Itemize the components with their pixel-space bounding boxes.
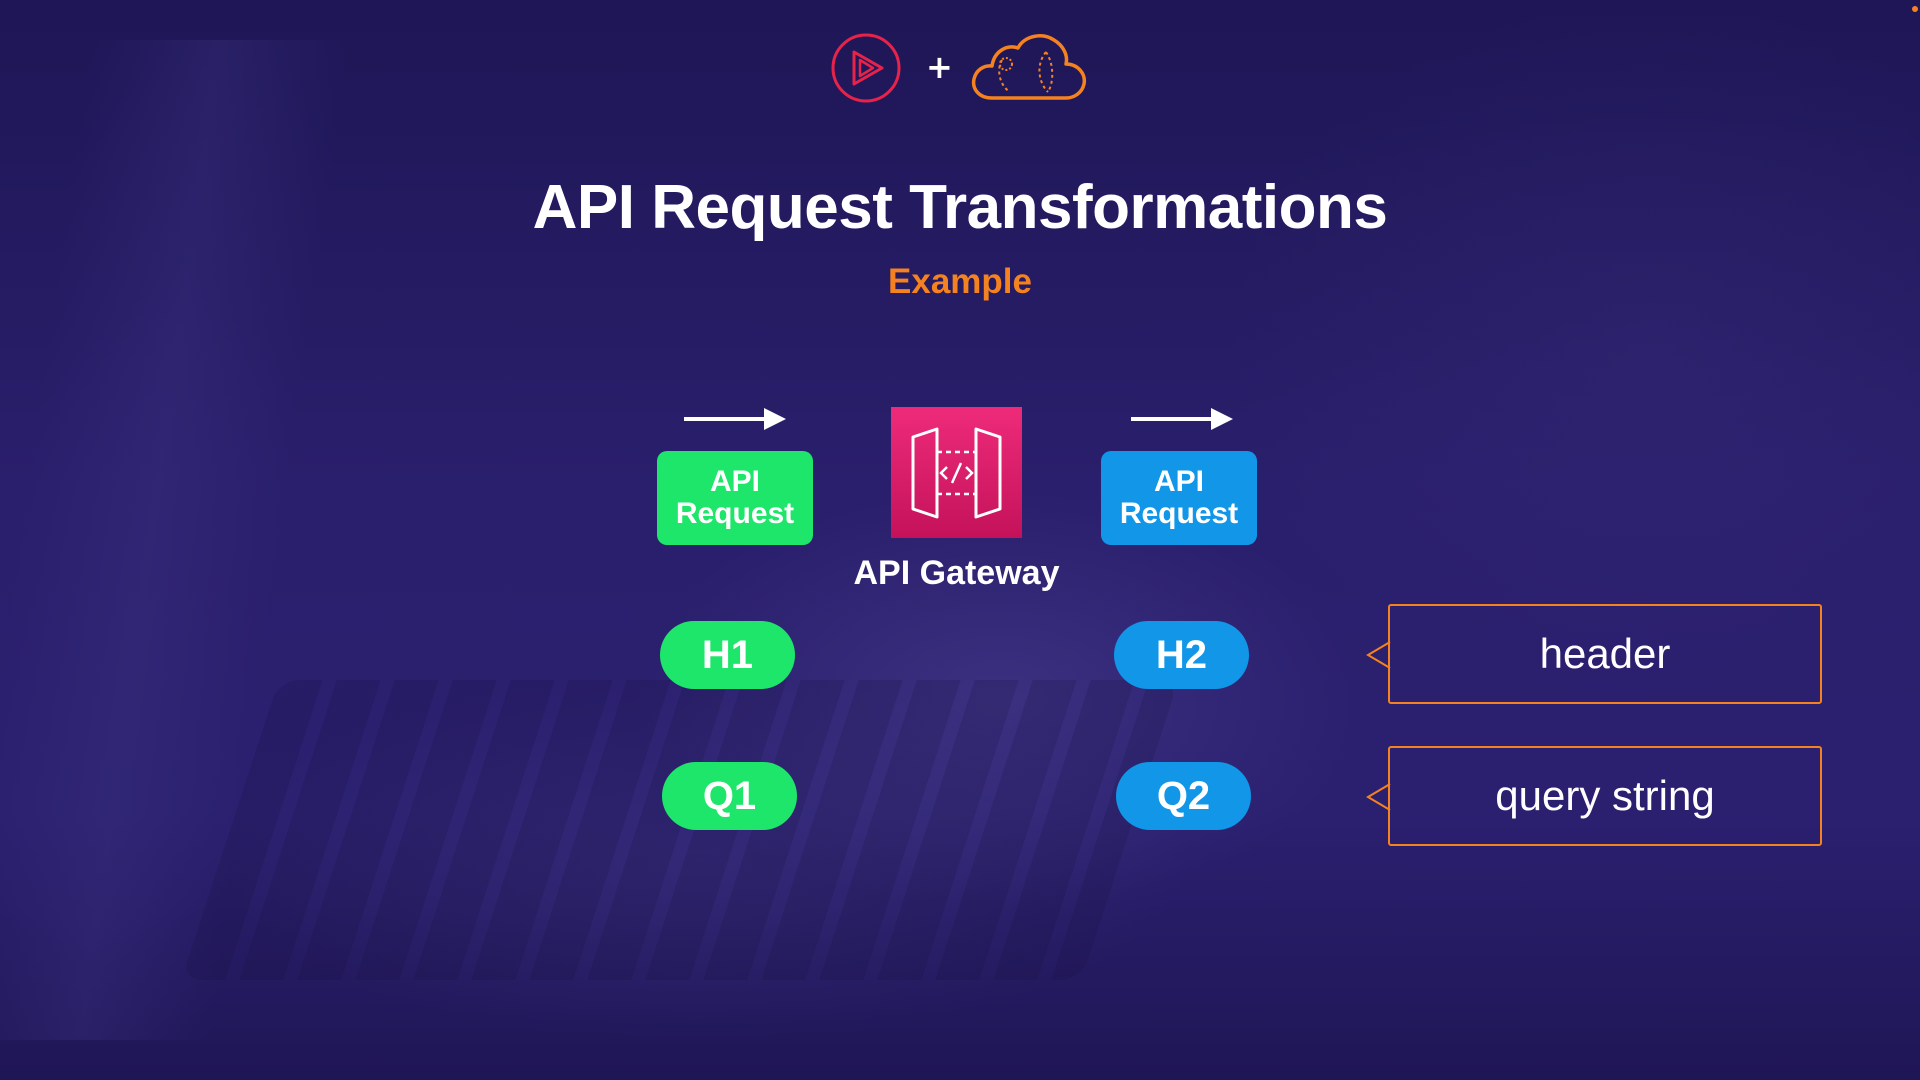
slide-title: API Request Transformations <box>532 173 1388 242</box>
incoming-request-label-line2: Request <box>675 497 795 530</box>
slide-subtitle: Example <box>888 262 1032 301</box>
callout-pointer <box>1366 783 1391 811</box>
callout-pointer <box>1366 641 1391 669</box>
plus-icon: + <box>926 48 953 86</box>
header-param-h1: H1 <box>660 621 795 689</box>
corner-indicator <box>1912 6 1918 12</box>
header-param-h2: H2 <box>1114 621 1249 689</box>
header-logos: + <box>830 30 1090 110</box>
header-callout: header <box>1388 604 1822 704</box>
background-keyboard <box>181 680 1179 980</box>
outgoing-request-label-line2: Request <box>1119 497 1239 530</box>
cloud-icon <box>971 34 1087 100</box>
arrow-right-icon <box>684 408 786 430</box>
outgoing-request-label-line1: API <box>1153 465 1204 498</box>
api-gateway-label: API Gateway <box>853 554 1060 592</box>
outgoing-api-request: API Request <box>1101 451 1257 545</box>
play-circle-icon <box>831 33 901 103</box>
arrow-right-icon <box>1131 408 1233 430</box>
query-param-q1: Q1 <box>662 762 797 830</box>
query-string-callout: query string <box>1388 746 1822 846</box>
incoming-api-request: API Request <box>657 451 813 545</box>
incoming-request-label-line1: API <box>709 465 760 498</box>
query-param-q2: Q2 <box>1116 762 1251 830</box>
api-gateway-icon <box>891 407 1022 538</box>
